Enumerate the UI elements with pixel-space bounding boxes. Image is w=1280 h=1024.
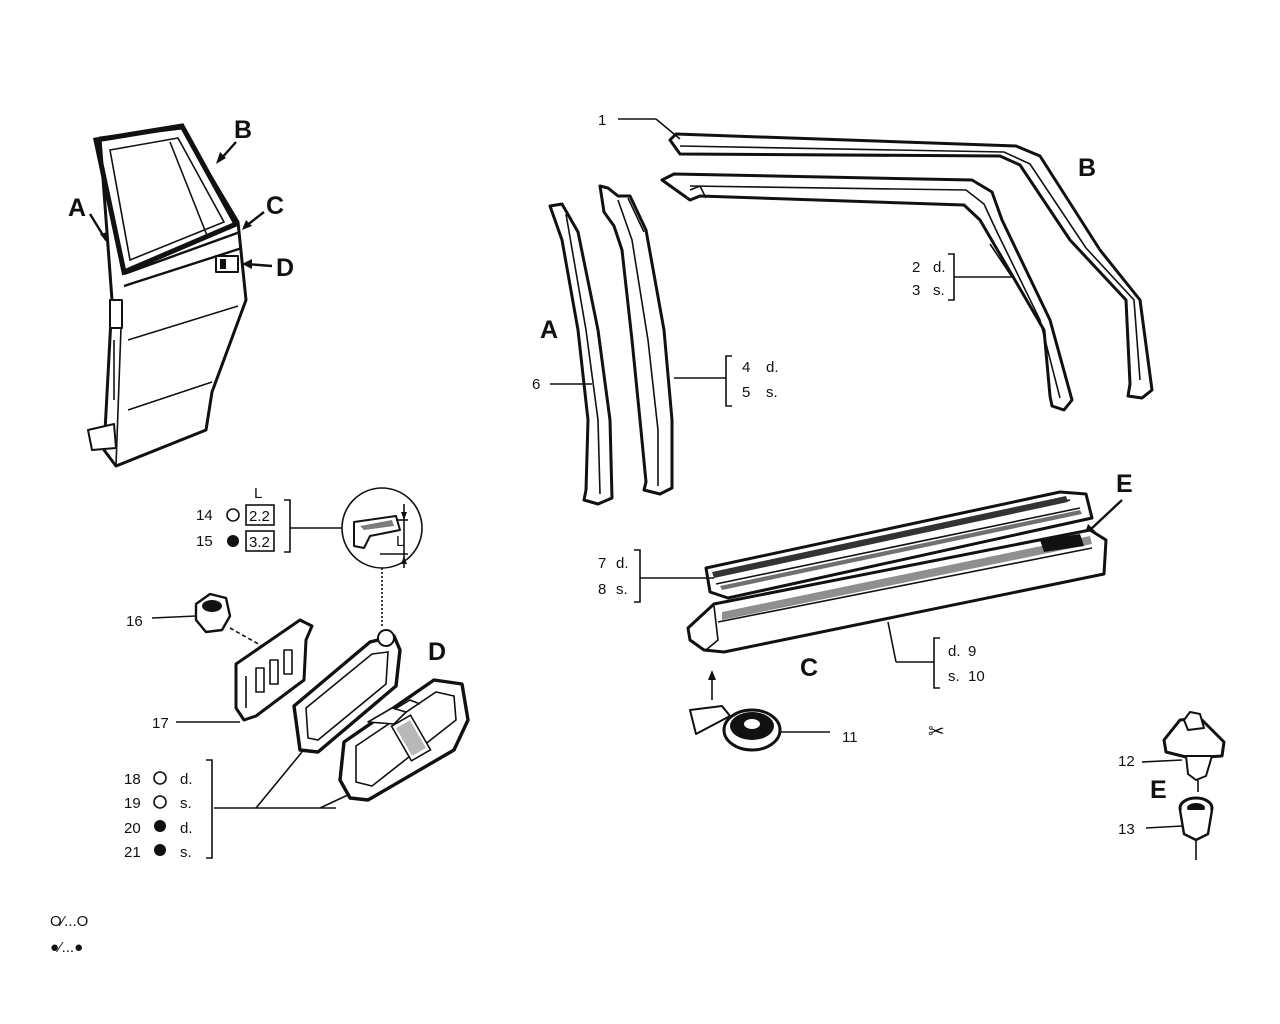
tape-roll-11 [689, 705, 782, 752]
side-left-5: s. [766, 384, 778, 401]
size-header-l: L [254, 485, 262, 502]
side-left-8: s. [616, 581, 628, 598]
side-left-10: s. [948, 668, 960, 685]
filled-circle-icon [227, 535, 239, 547]
part-number-16: 16 [126, 613, 143, 630]
side-right-20: d. [180, 820, 193, 837]
door-callouts [88, 141, 273, 269]
part-number-15: 15 [196, 533, 213, 550]
frame-seal-2-3 [660, 172, 1074, 412]
label-b: B [1078, 154, 1096, 182]
frame-seal-1 [668, 132, 1154, 400]
open-circle-icon [153, 771, 167, 785]
part-number-17: 17 [152, 715, 169, 732]
gasket-frame [292, 634, 402, 754]
side-right-2: d. [933, 259, 946, 276]
part-number-2: 2 [912, 259, 920, 276]
label-c: C [800, 654, 818, 682]
side-right-4: d. [766, 359, 779, 376]
sill-seal-9-10-texture [722, 534, 1092, 620]
size-box-15 [245, 530, 275, 552]
part-number-4: 4 [742, 359, 750, 376]
label-a: A [540, 316, 558, 344]
side-left-3: s. [933, 282, 945, 299]
sill-seal-9-10 [686, 528, 1108, 654]
bracket-17 [234, 618, 314, 722]
part-number-6: 6 [532, 376, 540, 393]
part-number-1: 1 [598, 112, 606, 129]
sill-seal-7-8 [704, 490, 1094, 600]
profile-dimension-l: L [396, 533, 404, 550]
door-label-b: B [234, 116, 252, 144]
part-number-20: 20 [124, 820, 141, 837]
part-number-10: 10 [968, 668, 985, 685]
sill-seal-7-8-texture [712, 496, 1082, 590]
scissors-icon: ✂ [928, 721, 945, 743]
part-number-19: 19 [124, 795, 141, 812]
vertical-seal-4-5 [598, 184, 674, 496]
door-label-a: A [68, 194, 86, 222]
part-number-9: 9 [968, 643, 976, 660]
door-overview [87, 123, 248, 468]
label-e-upper: E [1116, 470, 1133, 498]
label-d: D [428, 638, 446, 666]
part-number-3: 3 [912, 282, 920, 299]
clip-12 [1162, 711, 1226, 792]
door-label-d: D [276, 254, 294, 282]
door-handle [338, 678, 470, 802]
side-right-9: d. [948, 643, 961, 660]
part-number-21: 21 [124, 844, 141, 861]
legend-open-row: O⁄...O [50, 913, 88, 930]
side-right-7: d. [616, 555, 629, 572]
size-box-14 [245, 504, 275, 526]
part-number-13: 13 [1118, 821, 1135, 838]
profile-detail [341, 487, 423, 569]
size-value-15: 3.2 [249, 534, 270, 551]
filled-circle-icon [154, 820, 166, 832]
open-circle-icon [153, 795, 167, 809]
part-number-11: 11 [842, 729, 858, 746]
side-left-21: s. [180, 844, 192, 861]
grommet-13 [1178, 796, 1214, 860]
side-left-19: s. [180, 795, 192, 812]
label-e-lower: E [1150, 776, 1167, 804]
part-number-7: 7 [598, 555, 606, 572]
filled-circle-icon [154, 844, 166, 856]
part-number-18: 18 [124, 771, 141, 788]
part-number-12: 12 [1118, 753, 1135, 770]
open-circle-icon [226, 508, 240, 522]
size-value-14: 2.2 [249, 508, 270, 525]
legend-filled-row: ●⁄...● [50, 939, 83, 956]
part-number-8: 8 [598, 581, 606, 598]
vertical-seal-6 [548, 202, 614, 506]
part-number-14: 14 [196, 507, 213, 524]
side-right-18: d. [180, 771, 193, 788]
door-label-c: C [266, 192, 284, 220]
nut-16 [194, 592, 232, 634]
part-number-5: 5 [742, 384, 750, 401]
